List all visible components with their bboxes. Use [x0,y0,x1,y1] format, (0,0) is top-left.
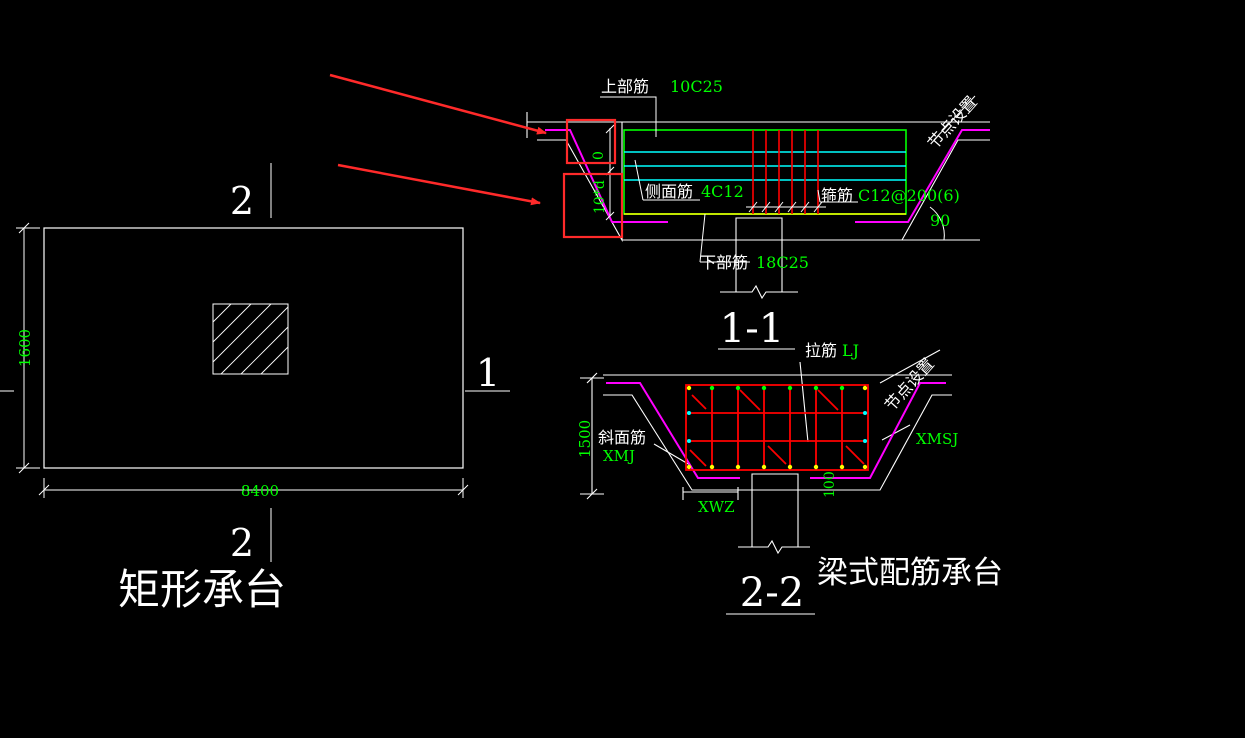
top-bar-label: 上部筋 [601,77,649,96]
caption: 梁式配筋承台 [817,555,1003,591]
section-mark-right: 1 [476,351,500,395]
dim-100: 100 [822,471,838,498]
box-bottom-value: 10*d [592,180,608,214]
height-dim-2: 1500 [576,420,594,458]
angle-label: 90 [930,211,950,230]
side-bar-label: 侧面筋 [645,182,693,201]
highlight-box-top [565,118,617,165]
pile-cap-outline [43,227,464,469]
xwz-label: XWZ [698,498,735,516]
top-bar-value: 10C25 [670,77,723,96]
bottom-bar-value: 18C25 [756,253,809,272]
slope-value: XMJ [603,447,635,465]
slope-label: 斜面筋 [598,428,646,447]
highlight-box-bottom [562,172,624,239]
width-dim-text: 8400 [241,482,279,500]
tie-label: 拉筋 [805,341,837,360]
width-dimension [38,478,469,498]
side-bar-value: 4C12 [701,182,744,201]
annotations [329,73,624,239]
plan-view: 1600 8400 2 2 1 矩形承台 [0,163,510,614]
red-arrow-bottom [337,163,541,206]
height-dim-text: 1600 [16,329,34,367]
xmsj-label: XMSJ [916,430,958,448]
stirrup-value: C12@200(6) [858,186,960,205]
column-hatch [212,303,289,375]
red-arrow-top [329,73,547,135]
section-mark-top: 2 [230,179,254,223]
section-2-2-title: 2-2 [740,570,804,616]
bottom-bar-label: 下部筋 [700,253,748,272]
section-1-1: 上部筋 10C25 侧面筋 4C12 箍筋 C12@200(6) 下部筋 18C… [526,77,990,352]
column-hatch-box [212,303,289,375]
section-1-1-title: 1-1 [720,306,784,352]
node-label-2: 节点设置 [881,354,938,414]
box-top-value: 0 [591,151,607,160]
tie-value: LJ [842,341,859,360]
height-dimension [0,222,40,474]
rebar-dots [686,385,868,470]
stirrup-label: 箍筋 [821,186,853,205]
section-mark-bottom: 2 [230,521,254,565]
plan-title: 矩形承台 [118,565,286,614]
